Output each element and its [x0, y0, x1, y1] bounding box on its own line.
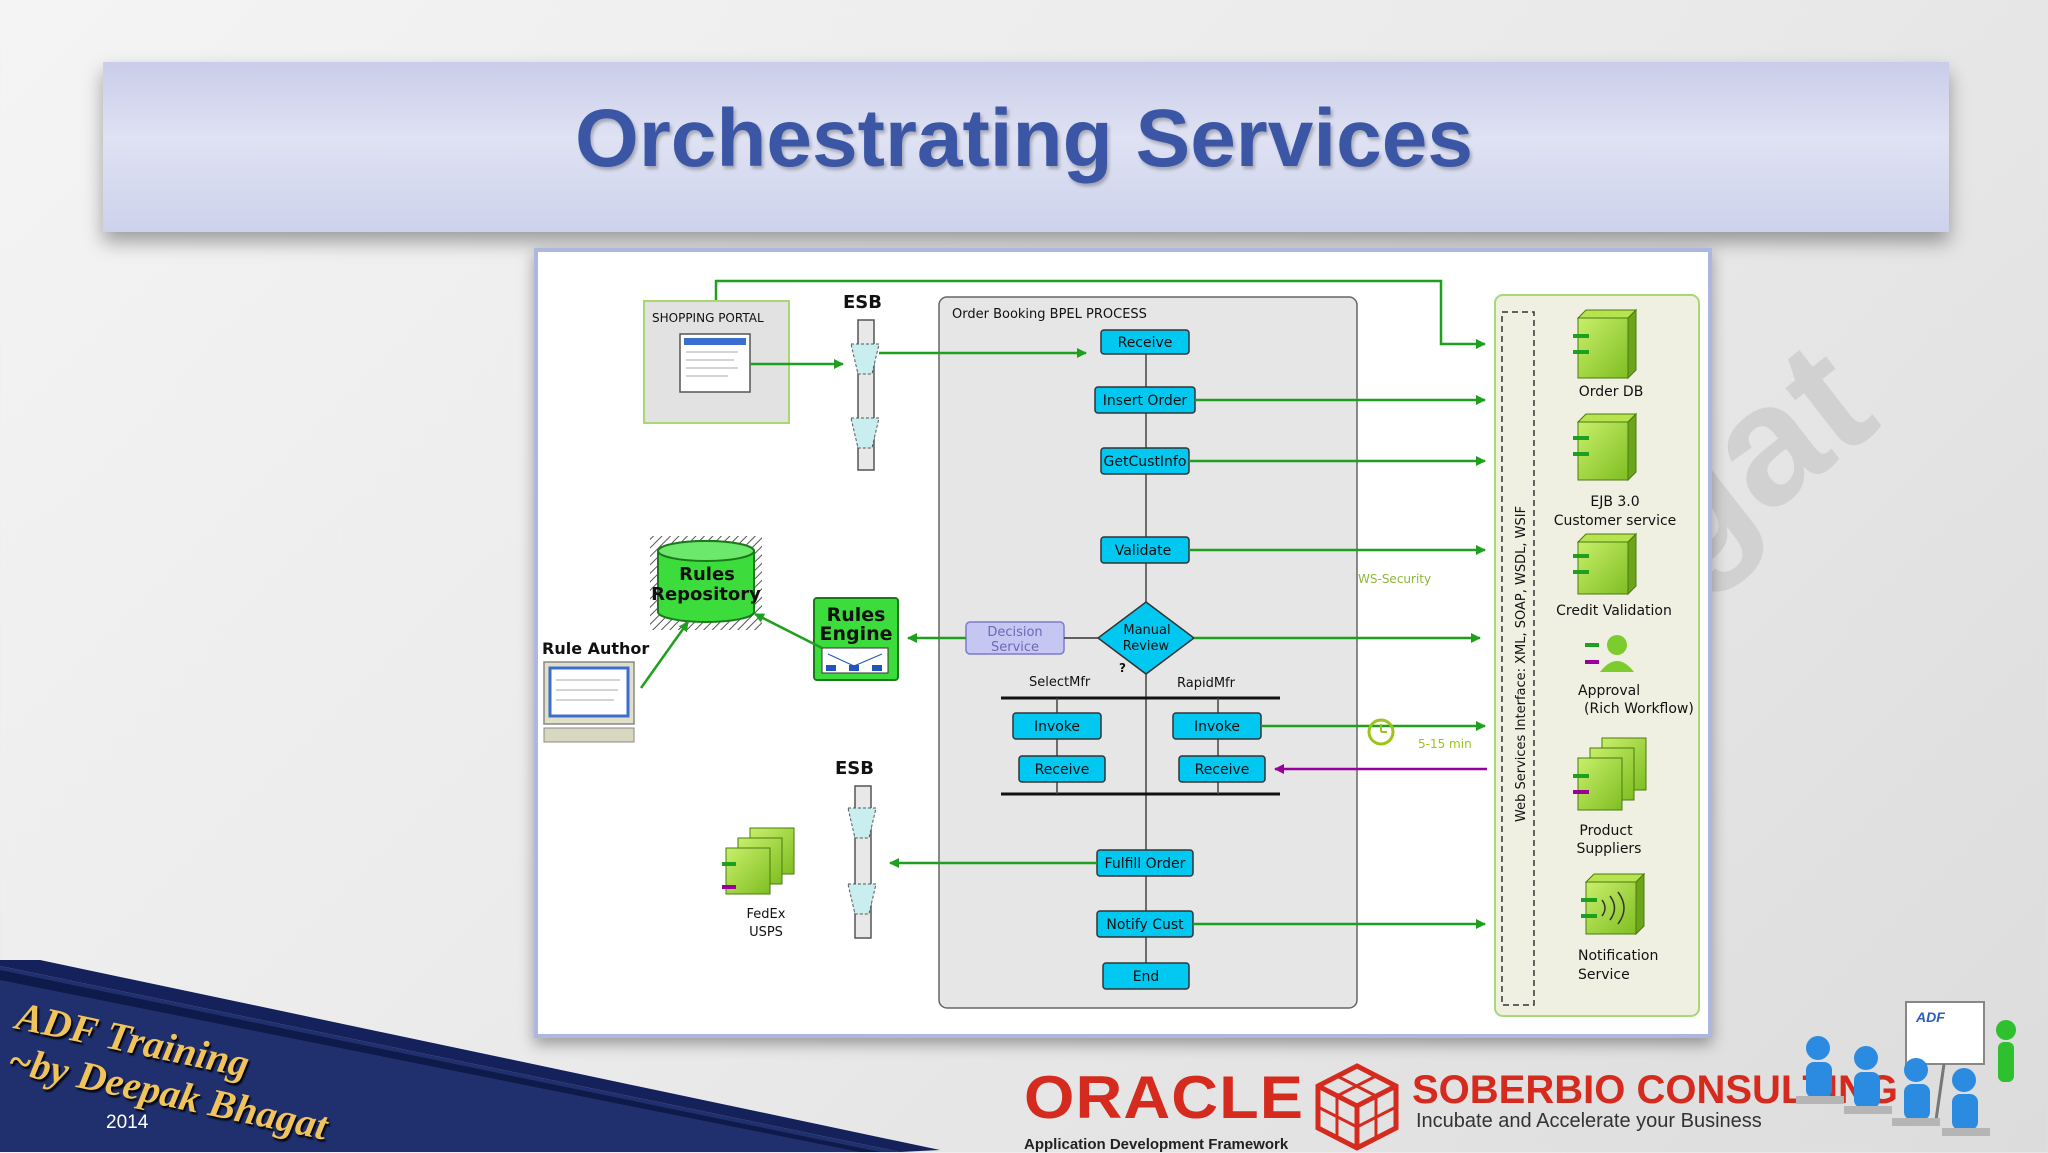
svg-text:Service: Service: [1578, 967, 1630, 983]
shopping-portal-box: SHOPPING PORTAL: [644, 301, 789, 423]
step-validate: Validate: [1101, 537, 1189, 563]
step-receive-select: Receive: [1019, 756, 1105, 782]
svg-text:Insert Order: Insert Order: [1103, 393, 1188, 409]
svg-text:Credit Validation: Credit Validation: [1556, 603, 1672, 619]
rapid-mfr-label: RapidMfr: [1177, 676, 1236, 691]
svg-text:Invoke: Invoke: [1034, 719, 1080, 735]
slide-title: Orchestrating Services: [0, 92, 2048, 186]
svg-text:Approval: Approval: [1578, 683, 1640, 699]
svg-text:Engine: Engine: [819, 623, 892, 645]
svg-text:Rules: Rules: [679, 564, 735, 585]
svg-text:Receive: Receive: [1118, 335, 1173, 351]
adf-badge: ADF: [1915, 1009, 1945, 1025]
step-fulfill-order: Fulfill Order: [1097, 850, 1193, 876]
svg-text:Service: Service: [991, 640, 1039, 655]
esb-bottom: ESB: [835, 758, 876, 938]
shopping-portal-label: SHOPPING PORTAL: [652, 311, 764, 325]
svg-text:USPS: USPS: [749, 925, 783, 940]
timer-label: 5-15 min: [1418, 737, 1472, 751]
svg-text:Fulfill Order: Fulfill Order: [1105, 856, 1186, 872]
step-invoke-rapid: Invoke: [1173, 713, 1261, 739]
bpel-title: Order Booking BPEL PROCESS: [952, 307, 1147, 322]
svg-text:End: End: [1133, 969, 1160, 985]
shipper-cubes: FedEx USPS: [722, 828, 794, 940]
rule-author-label: Rule Author: [542, 639, 649, 658]
oracle-wordmark: ORACLE: [1024, 1068, 1309, 1128]
step-insert-order: Insert Order: [1095, 387, 1195, 413]
svg-text:?: ?: [1119, 661, 1126, 675]
select-mfr-label: SelectMfr: [1029, 675, 1091, 690]
svg-text:EJB 3.0: EJB 3.0: [1590, 494, 1639, 510]
step-invoke-select: Invoke: [1013, 713, 1101, 739]
decision-service-box: Decision Service: [966, 622, 1064, 655]
svg-text:Validate: Validate: [1115, 543, 1171, 559]
rules-repository: Rules Repository: [650, 536, 762, 630]
svg-text:Receive: Receive: [1035, 762, 1090, 778]
service-order-db: Order DB: [1573, 310, 1643, 400]
svg-text:Manual: Manual: [1123, 623, 1170, 638]
rule-author: Rule Author: [542, 639, 649, 742]
svg-text:FedEx: FedEx: [747, 907, 786, 922]
timer-icon: [1369, 720, 1393, 744]
step-receive-rapid: Receive: [1179, 756, 1265, 782]
svg-text:Receive: Receive: [1195, 762, 1250, 778]
engine-to-repository-arrow: [755, 614, 822, 648]
svg-text:Review: Review: [1123, 639, 1170, 654]
team-training-graphic: ADF: [1796, 1000, 2036, 1150]
soberbio-tagline: Incubate and Accelerate your Business: [1416, 1110, 1762, 1133]
orchestration-diagram: Order Booking BPEL PROCESS Web Services …: [534, 248, 1712, 1038]
step-receive: Receive: [1101, 330, 1189, 354]
svg-text:(Rich Workflow): (Rich Workflow): [1584, 701, 1694, 717]
svg-text:Customer service: Customer service: [1554, 513, 1677, 529]
rules-engine: Rules Engine: [814, 598, 898, 680]
svg-text:Decision: Decision: [987, 625, 1042, 640]
esb-top-label: ESB: [843, 292, 882, 313]
step-notify-cust: Notify Cust: [1097, 911, 1193, 937]
step-get-cust-info: GetCustInfo: [1101, 448, 1189, 474]
esb-bottom-label: ESB: [835, 758, 874, 779]
svg-text:Repository: Repository: [651, 584, 761, 605]
training-year: 2014: [106, 1112, 148, 1134]
svg-text:Invoke: Invoke: [1194, 719, 1240, 735]
svg-text:Notification: Notification: [1578, 948, 1658, 964]
svg-text:Order DB: Order DB: [1579, 384, 1644, 400]
ws-security-label: WS-Security: [1358, 572, 1431, 586]
svg-text:Product: Product: [1579, 823, 1633, 839]
svg-text:Suppliers: Suppliers: [1577, 841, 1642, 857]
svg-text:Notify Cust: Notify Cust: [1106, 917, 1184, 933]
oracle-logo: ORACLE Application Development Framework: [1024, 1068, 1288, 1153]
ws-interface-label: Web Services Interface: XML, SOAP, WSDL,…: [1514, 506, 1529, 822]
step-end: End: [1103, 963, 1189, 989]
soberbio-cube-icon: [1312, 1062, 1402, 1152]
svg-text:GetCustInfo: GetCustInfo: [1104, 454, 1187, 470]
esb-top: ESB: [843, 292, 882, 470]
oracle-subtitle: Application Development Framework: [1024, 1136, 1288, 1153]
